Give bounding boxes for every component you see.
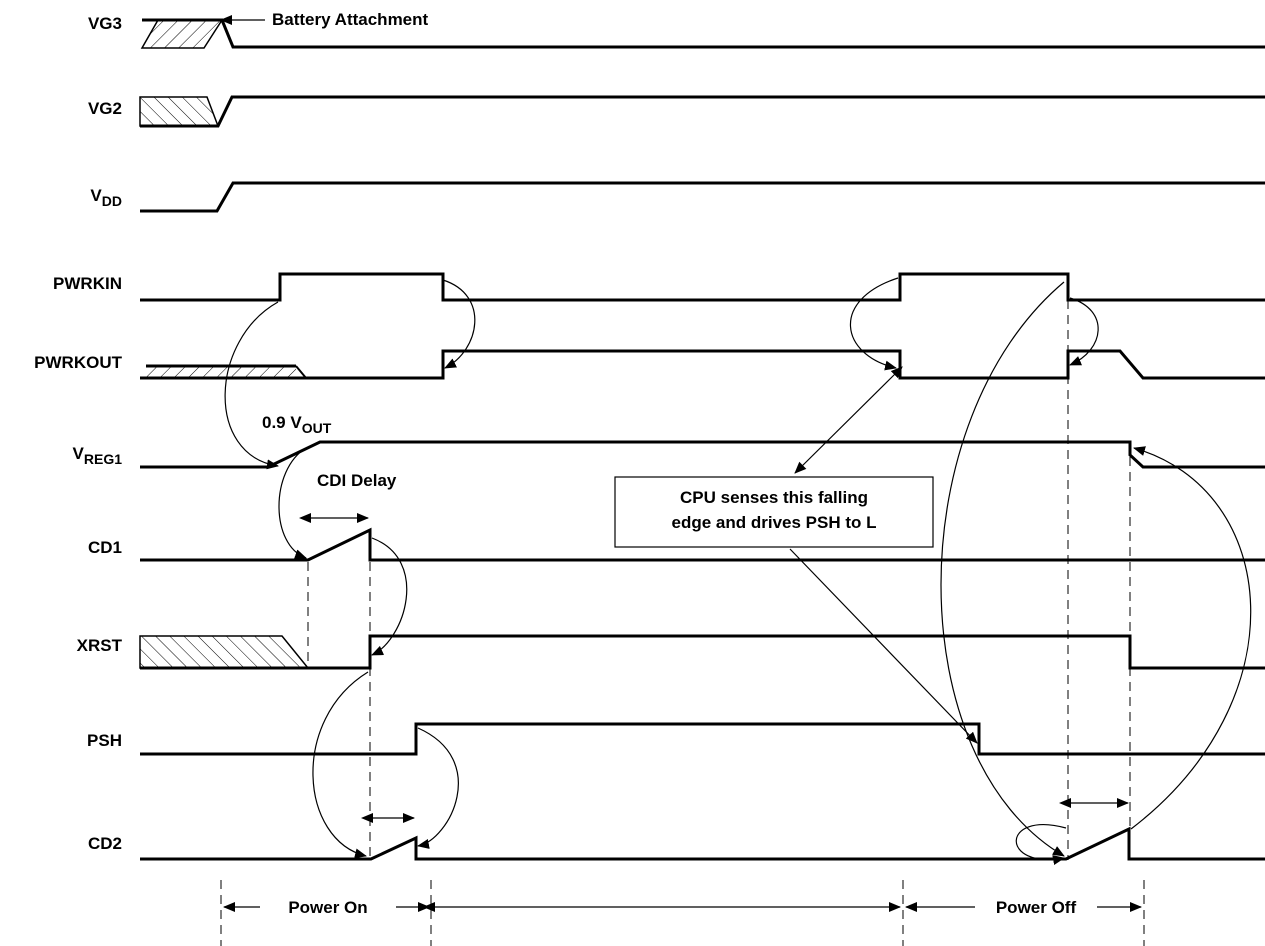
- power-on-label: Power On: [288, 898, 367, 917]
- signal-label-pwrkout: PWRKOUT: [34, 353, 122, 372]
- pwrkout-waveform: [140, 349, 1265, 380]
- arrow-cd1-to-xrst: [371, 537, 408, 656]
- pwrkout-hatch-tail: [295, 365, 307, 379]
- cdi-delay-label: CDI Delay: [317, 471, 397, 490]
- vg3-hatch: [140, 19, 224, 49]
- vdd-waveform: [140, 181, 1265, 213]
- signal-label-xrst: XRST: [77, 636, 123, 655]
- signal-label-vg3: VG3: [88, 14, 122, 33]
- arrow-pwrkin-to-cd2-off: [940, 281, 1065, 857]
- vg3-waveform: [142, 18, 1265, 49]
- battery-attachment-label: Battery Attachment: [272, 10, 429, 29]
- vout-threshold-label: 0.9 VOUT: [262, 413, 332, 436]
- vreg1-waveform: [140, 440, 1265, 469]
- arrow-cd2-to-vreg1: [1130, 446, 1252, 830]
- signal-label-pwrkin: PWRKIN: [53, 274, 122, 293]
- arrow-note-to-psh: [789, 548, 978, 744]
- power-off-label: Power Off: [996, 898, 1077, 917]
- cd2-waveform: [140, 826, 1265, 861]
- pwrkout-hatch: [146, 366, 296, 377]
- signal-label-cd2: CD2: [88, 834, 122, 853]
- signal-label-vdd: VDD: [90, 186, 122, 209]
- cd1-waveform: [140, 527, 1265, 562]
- cpu-note-line-1: CPU senses this falling: [680, 488, 868, 507]
- cpu-note-box: [614, 476, 934, 548]
- arrow-pwrkin-to-vreg1: [224, 301, 279, 470]
- arrow-pwrkin-fall-to-pwrkout: [442, 279, 476, 369]
- arrow-psh-to-cd2: [417, 727, 459, 849]
- pwrkin-waveform: [140, 272, 1265, 302]
- signal-label-cd1: CD1: [88, 538, 122, 557]
- signal-label-vreg1: VREG1: [73, 444, 123, 467]
- arrow-pwrkin-to-pwrkout-off: [849, 277, 899, 371]
- xrst-hatch: [139, 635, 310, 669]
- vg2-waveform: [140, 95, 1265, 128]
- arrow-xrst-to-cd2: [312, 671, 369, 859]
- arrow-pwrkin-off-to-pwrkout: [1069, 297, 1099, 366]
- vg2-hatch: [139, 96, 220, 127]
- xrst-waveform: [140, 634, 1265, 670]
- cpu-note-line-2: edge and drives PSH to L: [672, 513, 877, 532]
- arrow-pwrkout-to-note: [794, 366, 903, 474]
- psh-waveform: [140, 722, 1265, 756]
- arrow-vreg1-to-cd1: [278, 447, 307, 559]
- signal-label-psh: PSH: [87, 731, 122, 750]
- arrow-psh-off-to-cd2: [1015, 824, 1067, 865]
- signal-label-vg2: VG2: [88, 99, 122, 118]
